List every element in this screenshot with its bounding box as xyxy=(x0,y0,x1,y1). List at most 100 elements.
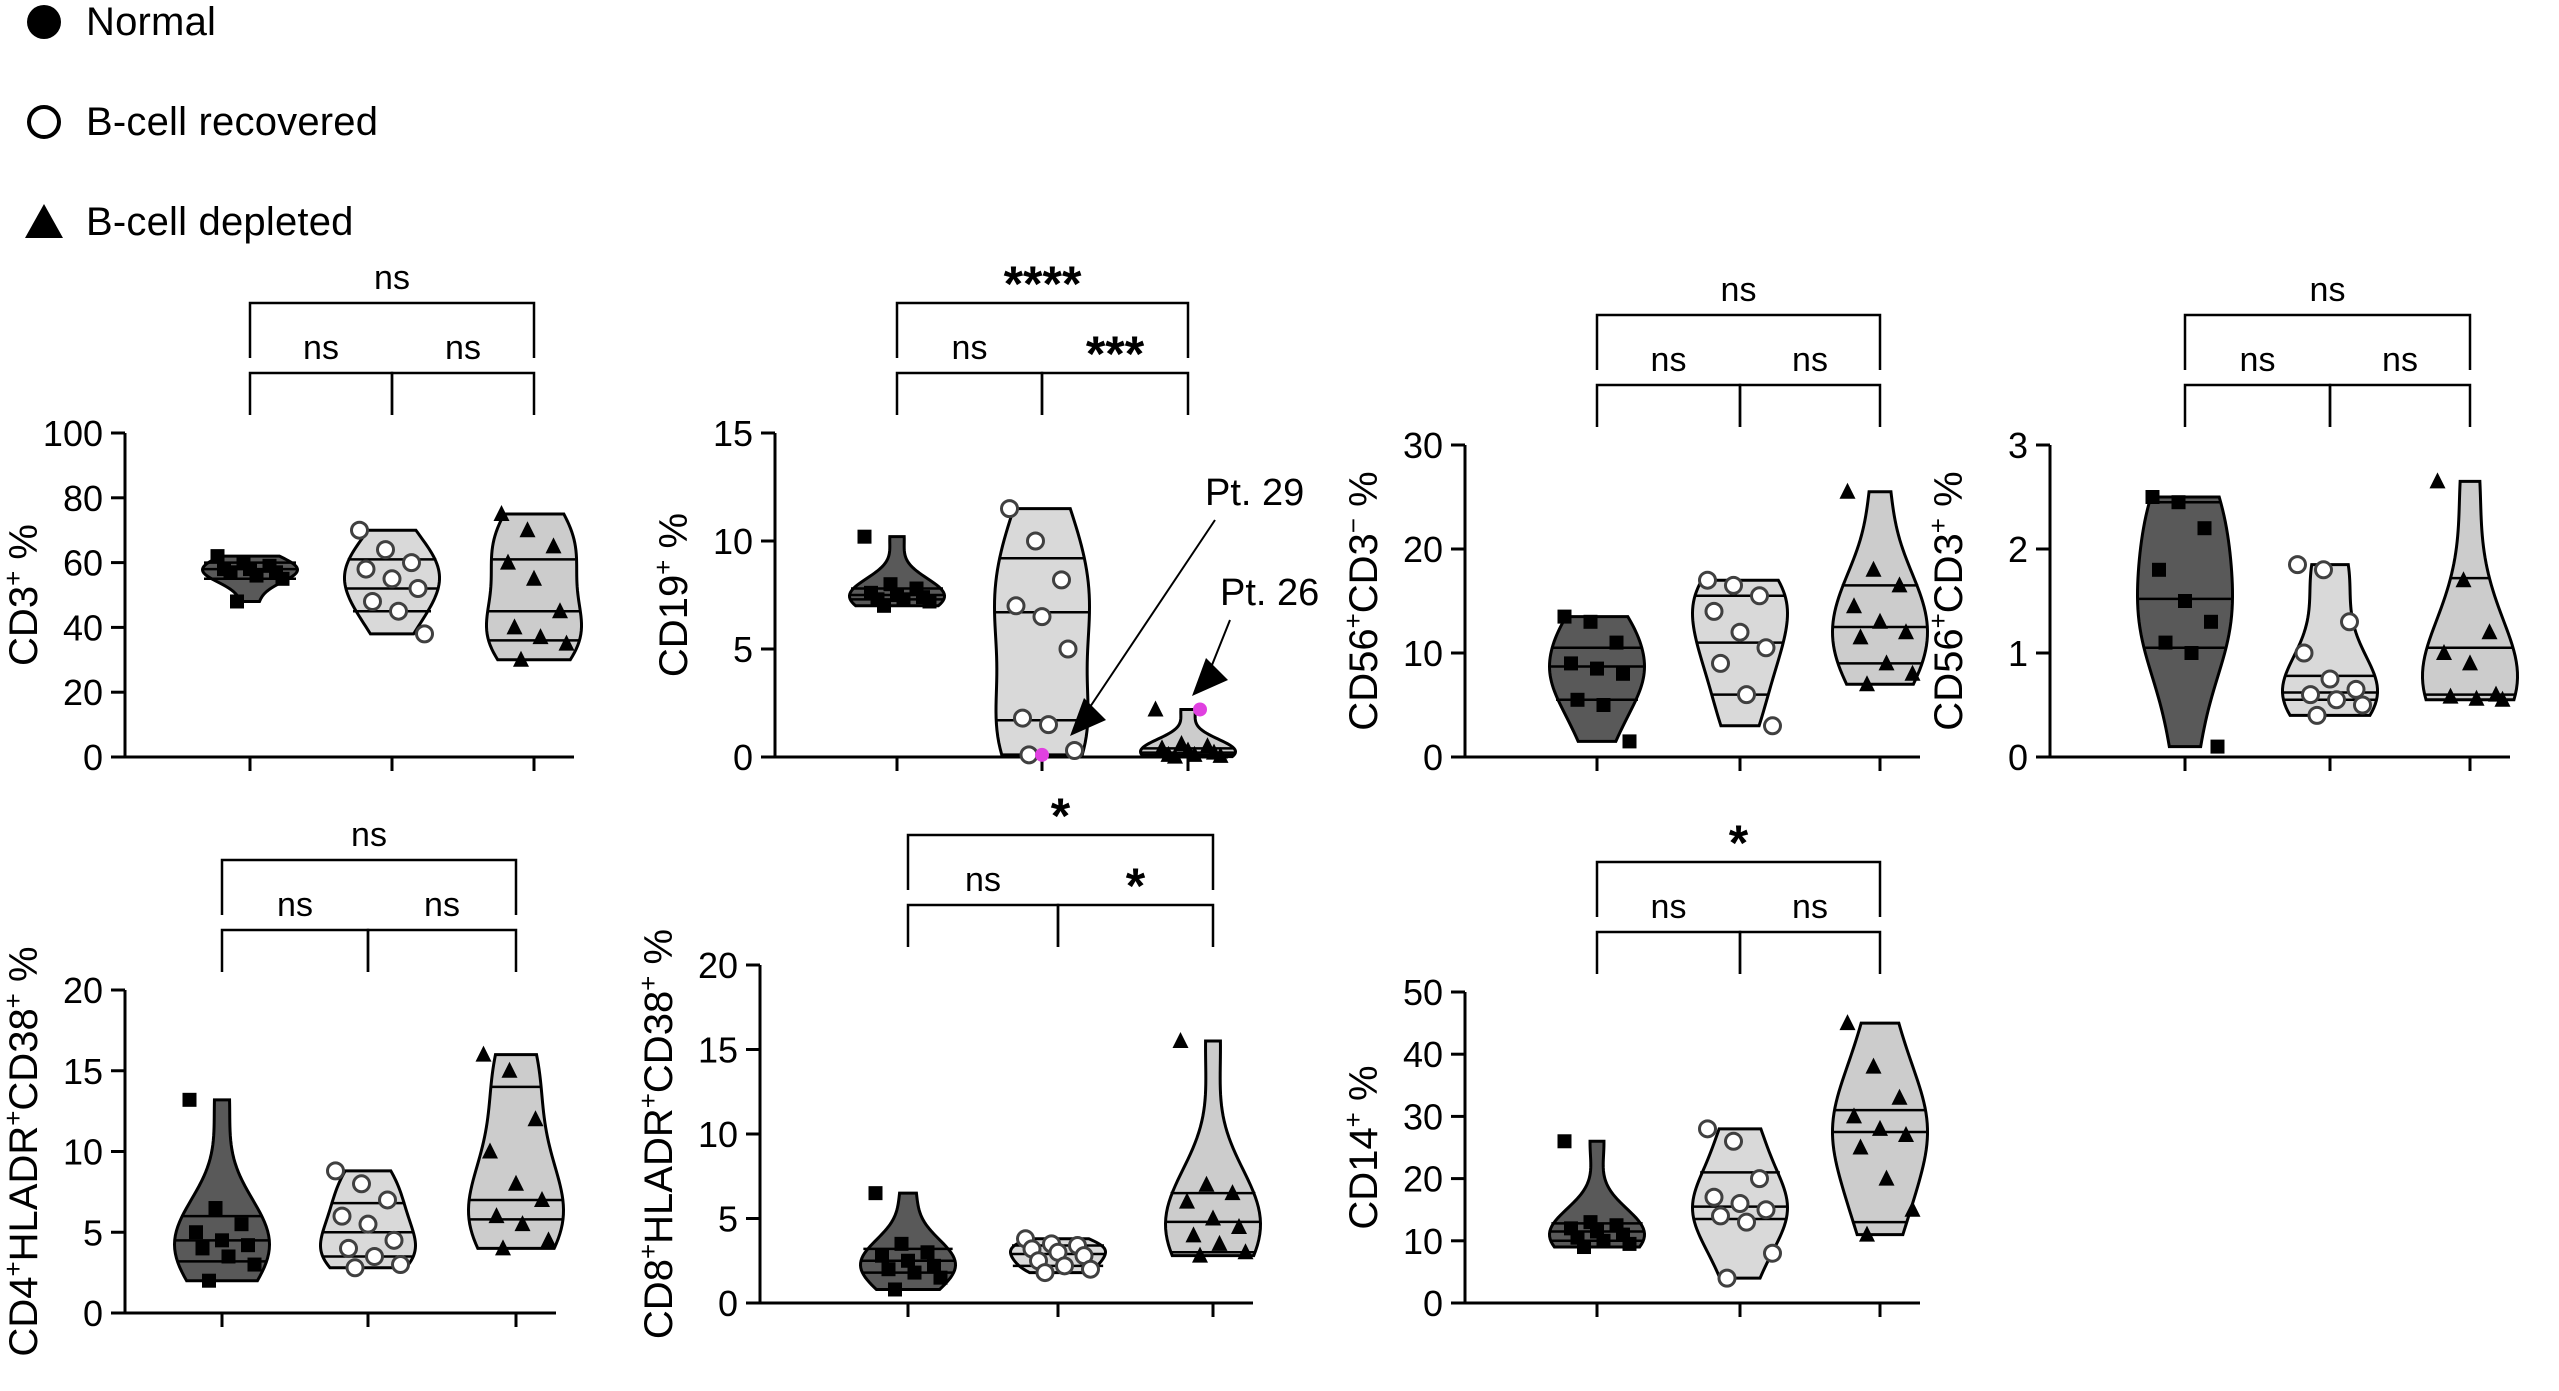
significance-label: ns xyxy=(2310,271,2346,309)
data-point xyxy=(2210,739,2225,754)
data-point xyxy=(2307,705,2327,725)
data-point xyxy=(2429,472,2446,489)
y-tick-label: 50 xyxy=(1403,972,1443,1013)
significance-label: ns xyxy=(952,329,988,367)
data-point xyxy=(202,1273,216,1288)
comparison-bracket xyxy=(1595,313,1882,370)
data-point xyxy=(513,650,529,667)
y-axis-label-part: % xyxy=(1342,1065,1386,1112)
y-axis-label-part: CD3 xyxy=(1342,533,1386,613)
significance-label: ns xyxy=(351,816,387,854)
callout-arrowhead xyxy=(1070,698,1106,736)
significance-label: ns xyxy=(2240,341,2276,379)
legend-label: B-cell depleted xyxy=(86,199,354,244)
y-tick-label: 0 xyxy=(83,1293,103,1334)
data-point xyxy=(881,1262,896,1277)
data-point xyxy=(1865,560,1882,577)
data-point xyxy=(508,1174,524,1191)
y-axis-label: CD3+ % xyxy=(0,524,46,666)
data-point xyxy=(883,577,898,592)
comparison-bracket xyxy=(248,301,536,358)
legend: Normal B-cell recovered B-cell depleted xyxy=(0,0,700,260)
y-tick-label: 0 xyxy=(2008,737,2028,778)
comparison-bracket xyxy=(1595,860,1882,917)
y-axis-label: CD8+HLADR+CD38+ % xyxy=(633,929,681,1339)
comparison-bracket xyxy=(1595,383,1742,427)
data-point xyxy=(1846,1107,1862,1124)
data-point xyxy=(182,1092,197,1107)
data-point xyxy=(382,569,402,589)
y-tick-label: 10 xyxy=(698,1114,738,1155)
data-point xyxy=(221,1249,236,1264)
data-point xyxy=(877,598,891,613)
y-tick-label: 15 xyxy=(63,1051,103,1092)
data-point xyxy=(558,634,575,651)
data-point xyxy=(2353,695,2372,715)
comparison-bracket xyxy=(895,301,1190,358)
triangle-filled-icon xyxy=(25,204,63,238)
data-point xyxy=(1616,666,1630,681)
data-point xyxy=(1237,1243,1254,1260)
significance-label: ns xyxy=(424,886,460,924)
data-point xyxy=(1081,1259,1100,1279)
data-point xyxy=(363,591,382,611)
significance-label: **** xyxy=(1004,256,1082,312)
data-point xyxy=(1859,1225,1875,1242)
y-axis-label-part: + xyxy=(1338,613,1368,628)
callout-label: Pt. 26 xyxy=(1220,572,1319,614)
data-point xyxy=(896,592,911,607)
data-point xyxy=(352,1174,371,1194)
data-point xyxy=(1878,654,1895,671)
data-point xyxy=(1730,1193,1750,1213)
y-axis-label-part: CD56 xyxy=(1342,628,1386,730)
data-point xyxy=(493,505,510,521)
data-point xyxy=(1698,1119,1717,1139)
y-tick-label: 15 xyxy=(713,413,753,454)
data-point xyxy=(1035,1263,1055,1283)
data-point xyxy=(1622,1236,1637,1251)
data-point xyxy=(1557,1134,1572,1149)
data-point xyxy=(1698,570,1717,590)
y-tick-label: 20 xyxy=(63,672,103,713)
data-point xyxy=(1622,734,1637,749)
data-point xyxy=(526,569,542,586)
y-axis-label-part: + xyxy=(0,1261,28,1276)
data-point xyxy=(391,1255,410,1275)
data-point xyxy=(488,1207,505,1224)
y-tick-label: 10 xyxy=(1403,1221,1443,1262)
data-point xyxy=(1000,499,1019,519)
data-point xyxy=(1750,1169,1769,1189)
comparison-bracket xyxy=(1595,930,1742,974)
data-point xyxy=(378,1190,397,1210)
y-tick-label: 80 xyxy=(63,478,103,519)
data-point xyxy=(2340,612,2359,632)
data-point xyxy=(1724,575,1743,595)
y-axis-label-part: CD38 xyxy=(637,991,681,1093)
y-tick-label: 20 xyxy=(1403,529,1443,570)
callout-label: Pt. 29 xyxy=(1205,472,1304,514)
data-point xyxy=(1763,716,1782,736)
comparison-bracket xyxy=(1738,383,1882,427)
comparison-bracket xyxy=(220,928,370,972)
data-point xyxy=(1212,746,1229,763)
data-point xyxy=(1570,692,1585,707)
data-point xyxy=(2436,644,2452,660)
data-point xyxy=(234,1217,249,1232)
data-point xyxy=(501,1061,518,1078)
y-tick-label: 0 xyxy=(1423,1283,1443,1324)
comparison-bracket xyxy=(906,833,1215,890)
y-axis-label-part: CD38 xyxy=(2,1008,46,1110)
y-tick-label: 10 xyxy=(713,521,753,562)
data-point xyxy=(1185,1226,1202,1243)
data-point xyxy=(2314,560,2333,580)
data-point xyxy=(857,529,872,544)
data-point xyxy=(1006,596,1026,616)
comparison-bracket xyxy=(1056,903,1215,947)
data-point xyxy=(1756,638,1776,658)
data-point xyxy=(540,1231,557,1248)
data-point xyxy=(1763,1243,1782,1263)
legend-item-recovered: B-cell recovered xyxy=(22,92,378,152)
highlighted-point xyxy=(1035,747,1049,762)
data-point xyxy=(275,571,290,586)
